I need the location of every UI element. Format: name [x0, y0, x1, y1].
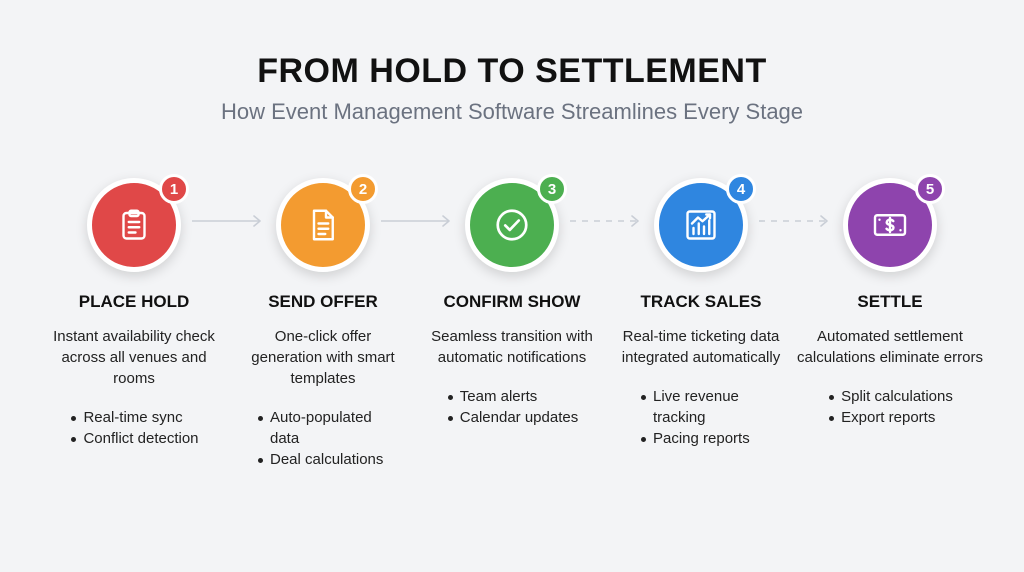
stage-circle: [654, 178, 748, 272]
stage-bullets: Live revenue tracking Pacing reports: [639, 386, 763, 449]
step-badge: 4: [726, 174, 756, 204]
stage-place-hold: 1 PLACE HOLD Instant availability check …: [34, 174, 234, 449]
stage-title: TRACK SALES: [640, 292, 762, 311]
stage-title: PLACE HOLD: [78, 292, 190, 311]
stage-confirm-show: 3 CONFIRM SHOW Seamless transition with …: [412, 174, 612, 428]
bullet-item: Split calculations: [827, 386, 953, 407]
stage-description: One-click offer generation with smart te…: [251, 328, 395, 387]
chart-icon: [686, 210, 716, 240]
stage-description: Real-time ticketing data integrated auto…: [621, 328, 781, 366]
clipboard-icon: [122, 209, 146, 240]
bullet-item: Team alerts: [446, 386, 578, 407]
step-badge: 2: [348, 174, 378, 204]
arrow-connector: [381, 215, 450, 227]
page-title: FROM HOLD TO SETTLEMENT: [257, 52, 767, 90]
bullet-item: Pacing reports: [639, 428, 763, 449]
bullet-item: Export reports: [827, 407, 953, 428]
stage-title: SEND OFFER: [268, 292, 378, 311]
stage-track-sales: 4 TRACK SALES Real-time ticketing data i…: [601, 174, 801, 449]
stage-send-offer: 2 SEND OFFER One-click offer generation …: [223, 174, 423, 470]
stage-bullets: Auto-populated data Deal calculations: [256, 407, 390, 470]
stage-title: CONFIRM SHOW: [443, 292, 581, 311]
page-subtitle: How Event Management Software Streamline…: [220, 99, 804, 124]
arrow-connector: [192, 215, 261, 227]
step-badge: 5: [915, 174, 945, 204]
arrow-connector: [570, 215, 639, 227]
step-badge: 1: [159, 174, 189, 204]
stage-bullets: Split calculations Export reports: [827, 386, 953, 428]
stage-bullets: Team alerts Calendar updates: [446, 386, 578, 428]
document-icon: [312, 209, 334, 241]
step-badge: 3: [537, 174, 567, 204]
stage-description: Automated settlement calculations elimin…: [797, 328, 983, 366]
stage-description: Instant availability check across all ve…: [53, 328, 215, 387]
bullet-item: Auto-populated data: [256, 407, 390, 449]
bullet-item: Real-time sync: [69, 407, 198, 428]
bullet-item: Deal calculations: [256, 449, 390, 470]
bullet-item: Live revenue tracking: [639, 386, 763, 428]
bullet-item: Calendar updates: [446, 407, 578, 428]
stage-settle: 5 SETTLE Automated settlement calculatio…: [790, 174, 990, 428]
arrow-connector: [759, 215, 828, 227]
check-circle-icon: [496, 209, 528, 241]
bullet-item: Conflict detection: [69, 428, 199, 449]
dollar-bill-icon: [873, 214, 907, 236]
stage-description: Seamless transition with automatic notif…: [431, 328, 593, 366]
stage-bullets: Real-time sync Conflict detection: [69, 407, 199, 449]
stage-title: SETTLE: [857, 292, 923, 311]
